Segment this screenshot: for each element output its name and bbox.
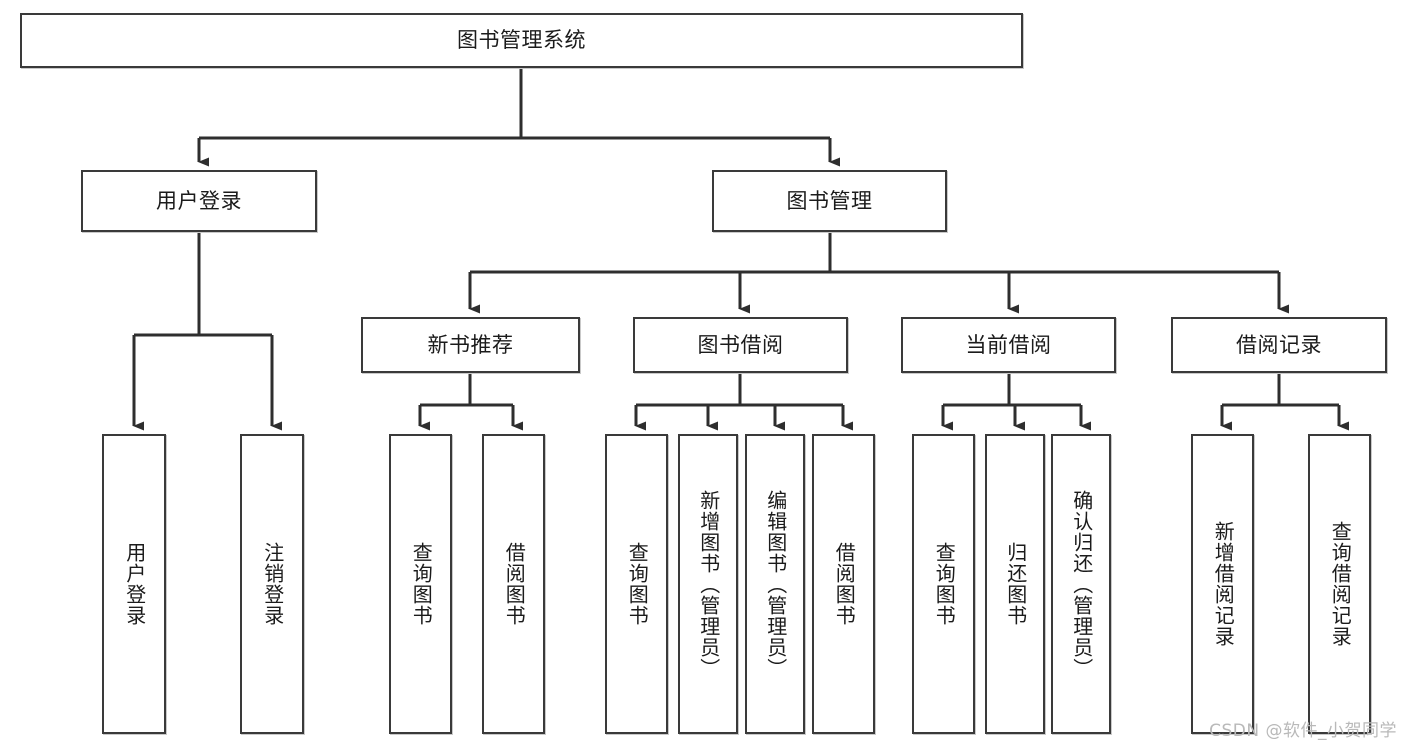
node-user-login[interactable]: 用户登录: [81, 170, 317, 232]
node-leaf-label: 确认归还（管理员）: [1069, 489, 1094, 679]
node-leaf-logout[interactable]: 注销登录: [240, 434, 304, 734]
watermark-text: CSDN @软件_小贺同学: [1209, 721, 1397, 741]
node-root-label: 图书管理系统: [457, 28, 586, 52]
node-new-book-recommend-label: 新书推荐: [427, 332, 514, 357]
node-leaf-label: 查询图书: [932, 542, 957, 626]
node-leaf-label: 借阅图书: [832, 542, 857, 626]
node-leaf-add-book-admin[interactable]: 新增图书（管理员）: [678, 434, 738, 734]
node-leaf-borrow-book[interactable]: 借阅图书: [812, 434, 875, 734]
node-leaf-label: 用户登录: [122, 542, 147, 626]
node-leaf-query-book-newbook[interactable]: 查询图书: [389, 434, 452, 734]
node-leaf-label: 新增借阅记录: [1211, 521, 1236, 647]
node-leaf-label: 查询图书: [625, 542, 650, 626]
node-leaf-add-borrow-record[interactable]: 新增借阅记录: [1191, 434, 1254, 734]
node-leaf-label: 编辑图书（管理员）: [763, 489, 788, 679]
node-leaf-label: 查询借阅记录: [1328, 521, 1353, 647]
node-leaf-label: 新增图书（管理员）: [696, 489, 721, 679]
node-leaf-label: 查询图书: [409, 542, 434, 626]
node-leaf-label: 注销登录: [260, 542, 285, 626]
node-new-book-recommend[interactable]: 新书推荐: [361, 317, 580, 373]
node-user-login-label: 用户登录: [156, 188, 242, 213]
node-current-borrow[interactable]: 当前借阅: [901, 317, 1116, 373]
node-leaf-query-borrow-record[interactable]: 查询借阅记录: [1308, 434, 1371, 734]
node-leaf-label: 归还图书: [1003, 542, 1028, 626]
node-current-borrow-label: 当前借阅: [965, 332, 1052, 357]
node-leaf-confirm-return-admin[interactable]: 确认归还（管理员）: [1051, 434, 1111, 734]
node-borrow-record-label: 借阅记录: [1236, 332, 1322, 357]
node-leaf-return-book[interactable]: 归还图书: [985, 434, 1045, 734]
node-book-borrow[interactable]: 图书借阅: [633, 317, 848, 373]
node-borrow-record[interactable]: 借阅记录: [1171, 317, 1387, 373]
node-root[interactable]: 图书管理系统: [20, 13, 1023, 68]
node-book-borrow-label: 图书借阅: [697, 332, 784, 357]
node-leaf-user-login[interactable]: 用户登录: [102, 434, 166, 734]
node-leaf-query-book-borrow[interactable]: 查询图书: [605, 434, 668, 734]
node-book-management[interactable]: 图书管理: [712, 170, 947, 232]
node-leaf-query-book-current[interactable]: 查询图书: [912, 434, 975, 734]
node-book-management-label: 图书管理: [786, 188, 873, 213]
node-leaf-borrow-book-newbook[interactable]: 借阅图书: [482, 434, 545, 734]
node-leaf-edit-book-admin[interactable]: 编辑图书（管理员）: [745, 434, 805, 734]
node-leaf-label: 借阅图书: [502, 542, 527, 626]
